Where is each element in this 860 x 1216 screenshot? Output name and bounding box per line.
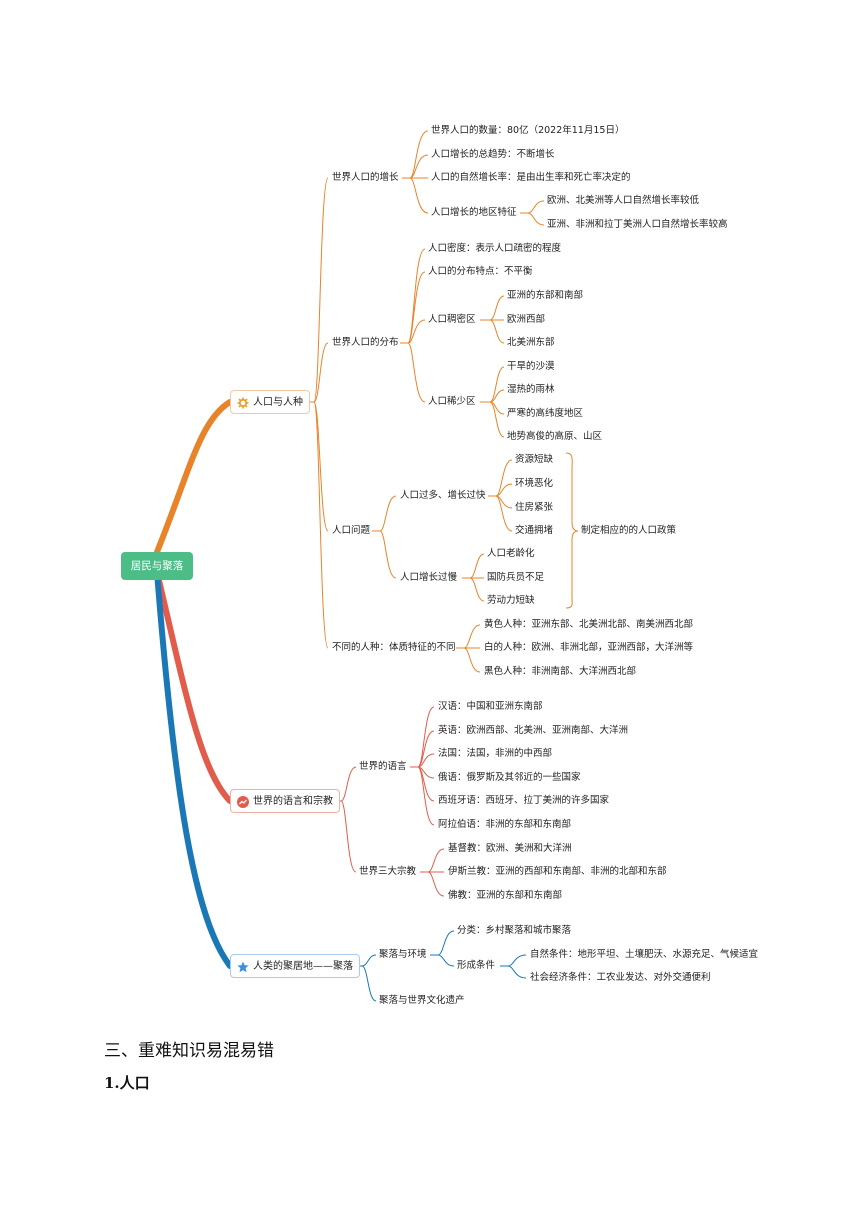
node-problems-slow[interactable]: 人口增长过慢 (400, 572, 458, 583)
node-religion-item[interactable]: 伊斯兰教：亚洲的西部和东南部、非洲的北部和东部 (448, 866, 667, 877)
node-problems-fast[interactable]: 人口过多、增长过快 (400, 490, 486, 501)
node-slow-item[interactable]: 人口老龄化 (487, 548, 535, 559)
node-heritage[interactable]: 聚落与世界文化遗产 (379, 995, 465, 1006)
gear-icon (237, 397, 249, 409)
section-heading: 三、重难知识易混易错 (104, 1041, 274, 1061)
node-religion-item[interactable]: 佛教：亚洲的东部和东南部 (448, 890, 563, 901)
node-religion-item[interactable]: 基督教：欧洲、美洲和大洋洲 (448, 843, 572, 854)
node-growth-item[interactable]: 世界人口的数量：80亿（2022年11月15日） (431, 125, 625, 136)
node-sparse-item[interactable]: 湿热的雨林 (507, 384, 555, 395)
branch-label: 世界的语言和宗教 (253, 796, 333, 807)
node-language-item[interactable]: 法国：法国，非洲的中西部 (438, 748, 553, 759)
branch-label: 人类的聚居地——聚落 (253, 961, 353, 972)
node-distribution[interactable]: 世界人口的分布 (332, 337, 399, 348)
node-condition-item[interactable]: 社会经济条件：工农业发达、对外交通便利 (530, 972, 711, 983)
node-language-item[interactable]: 俄语：俄罗斯及其邻近的一些国家 (438, 772, 581, 783)
node-settlement-env[interactable]: 聚落与环境 (379, 949, 427, 960)
root-node[interactable]: 居民与聚落 (121, 552, 193, 580)
node-growth-item[interactable]: 人口的自然增长率：是由出生率和死亡率决定的 (431, 172, 631, 183)
star-icon (237, 961, 249, 973)
subsection-heading: 1.人口 (104, 1074, 150, 1092)
node-dense-item[interactable]: 北美洲东部 (507, 337, 555, 348)
node-growth-region[interactable]: 人口增长的地区特征 (431, 207, 517, 218)
branch-label: 人口与人种 (253, 397, 303, 408)
chart-icon (237, 796, 249, 808)
node-growth[interactable]: 世界人口的增长 (332, 172, 399, 183)
node-region-item[interactable]: 欧洲、北美洲等人口自然增长率较低 (547, 195, 700, 206)
node-slow-item[interactable]: 劳动力短缺 (487, 595, 535, 606)
node-sparse[interactable]: 人口稀少区 (428, 396, 476, 407)
node-fast-item[interactable]: 环境恶化 (515, 478, 554, 489)
node-dense-item[interactable]: 欧洲西部 (507, 314, 546, 325)
node-region-item[interactable]: 亚洲、非洲和拉丁美洲人口自然增长率较高 (547, 219, 728, 230)
node-language-item[interactable]: 英语：欧洲西部、北美洲、亚洲南部、大洋洲 (438, 725, 629, 736)
node-sparse-item[interactable]: 严寒的高纬度地区 (507, 408, 584, 419)
node-languages[interactable]: 世界的语言 (359, 761, 407, 772)
node-race-item[interactable]: 黄色人种：亚洲东部、北美洲北部、南美洲西北部 (484, 619, 694, 630)
node-density[interactable]: 人口密度：表示人口疏密的程度 (428, 243, 562, 254)
node-settlement-conditions[interactable]: 形成条件 (457, 960, 496, 971)
branch-population-race[interactable]: 人口与人种 (230, 390, 310, 414)
node-language-item[interactable]: 汉语：中国和亚洲东南部 (438, 701, 543, 712)
node-problems[interactable]: 人口问题 (332, 525, 371, 536)
node-race-item[interactable]: 白的人种：欧洲、非洲北部，亚洲西部，大洋洲等 (484, 642, 694, 653)
node-race-item[interactable]: 黑色人种：非洲南部、大洋洲西北部 (484, 666, 637, 677)
node-settlement-category[interactable]: 分类：乡村聚落和城市聚落 (457, 925, 572, 936)
node-condition-item[interactable]: 自然条件：地形平坦、土壤肥沃、水源充足、气候适宜 (530, 949, 759, 960)
branch-language-religion[interactable]: 世界的语言和宗教 (230, 789, 340, 813)
node-dense-item[interactable]: 亚洲的东部和南部 (507, 290, 584, 301)
node-language-item[interactable]: 阿拉伯语：非洲的东部和东南部 (438, 819, 572, 830)
node-sparse-item[interactable]: 地势高俊的高原、山区 (507, 431, 603, 442)
node-fast-item[interactable]: 住房紧张 (515, 502, 554, 513)
node-language-item[interactable]: 西班牙语：西班牙、拉丁美洲的许多国家 (438, 795, 610, 806)
node-sparse-item[interactable]: 干旱的沙漠 (507, 361, 555, 372)
node-dense[interactable]: 人口稠密区 (428, 314, 476, 325)
node-religions[interactable]: 世界三大宗教 (359, 866, 417, 877)
node-races[interactable]: 不同的人种：体质特征的不同 (332, 642, 456, 653)
branch-settlement[interactable]: 人类的聚居地——聚落 (230, 954, 360, 978)
node-fast-item[interactable]: 交通拥堵 (515, 525, 554, 536)
node-growth-item[interactable]: 人口增长的总趋势：不断增长 (431, 149, 555, 160)
node-policy[interactable]: 制定相应的的人口政策 (581, 525, 677, 536)
node-feature[interactable]: 人口的分布特点：不平衡 (428, 266, 533, 277)
node-slow-item[interactable]: 国防兵员不足 (487, 572, 545, 583)
node-fast-item[interactable]: 资源短缺 (515, 454, 554, 465)
